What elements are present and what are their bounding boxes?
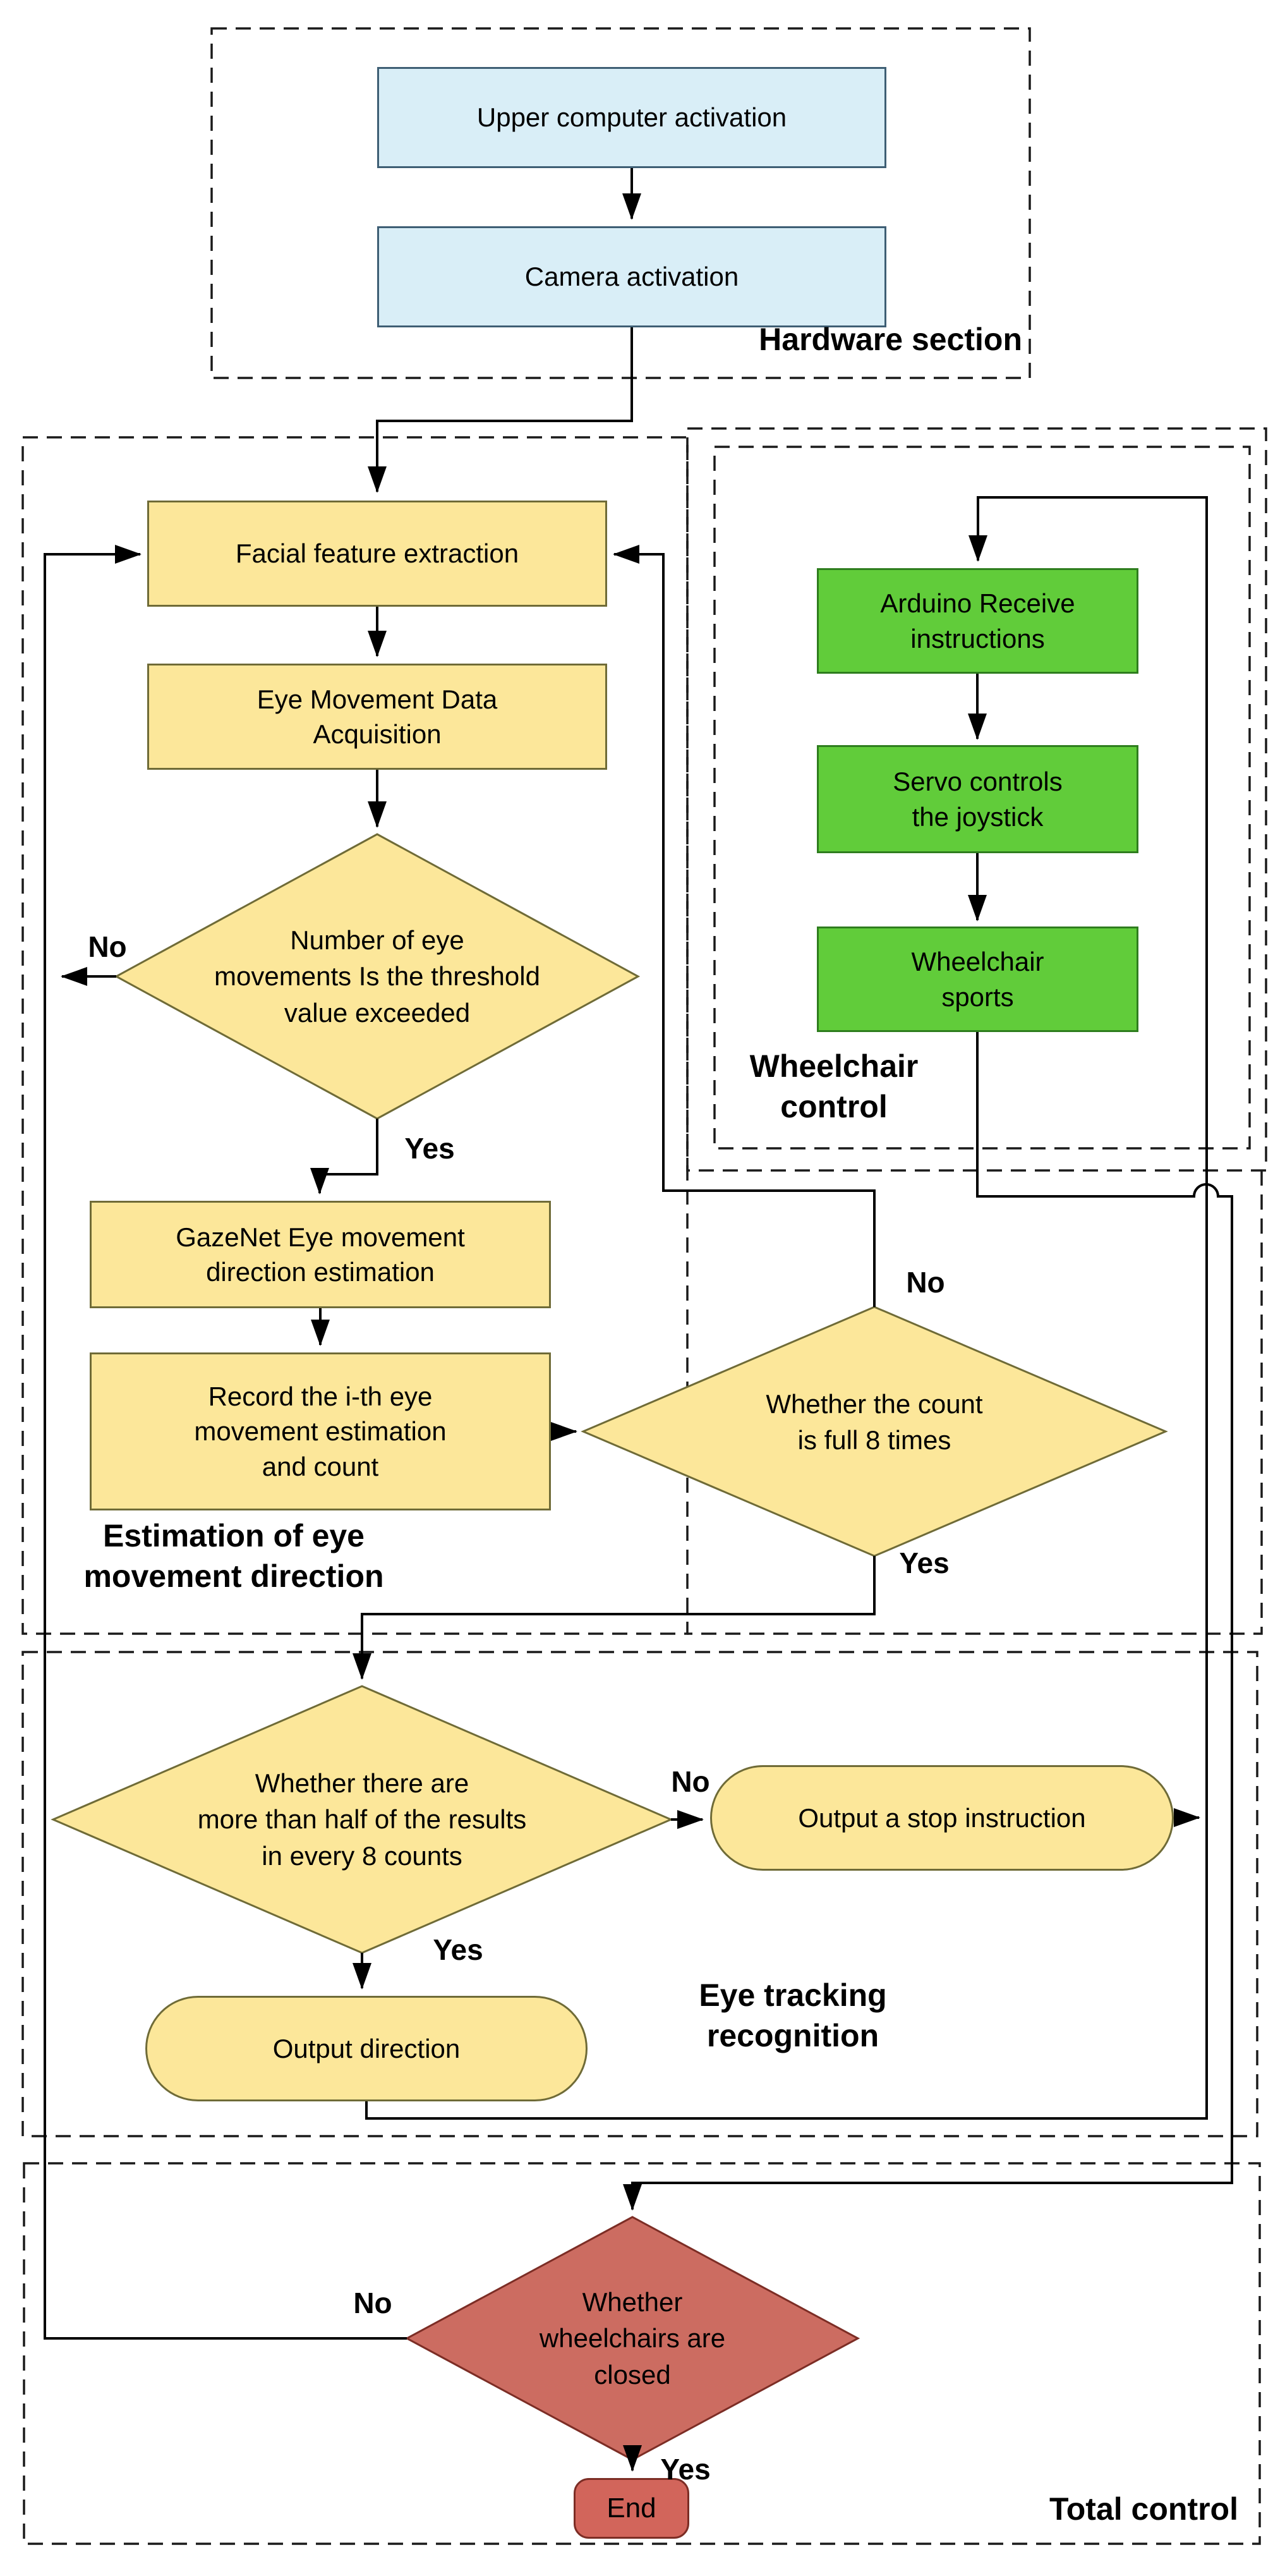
edge-camera-to-facial [368,327,633,493]
node-label: Record the i-th eye movement estimation … [194,1381,447,1481]
label-count-no: No [906,1266,945,1299]
label-half-no: No [671,1765,710,1798]
node-label: Facial feature extraction [235,538,519,569]
label-threshold-no: No [88,930,127,963]
node-label: Servo controls the joystick [893,767,1063,832]
diamond-label-threshold: Number of eye movements Is the threshold… [214,925,540,1028]
node-label: Output a stop instruction [798,1802,1086,1833]
section-label-estimation: Estimation of eye movement direction [83,1518,384,1594]
section-label-eye-tracking: Eye tracking recognition [699,1978,887,2053]
section-box-right-extension [687,1170,1263,1635]
edge-count-no-to-facial [613,545,876,1307]
section-box-estimation [21,436,689,1635]
node-label: Output direction [272,2033,461,2063]
node-facial-feature-extraction: Facial feature extraction [147,501,607,607]
edge-threshold-yes-to-gazenet [310,1119,378,1194]
node-servo-controls: Servo controls the joystick [817,745,1138,853]
edge-outputs-to-arduino [365,496,1208,2120]
node-gazenet-estimation: GazeNet Eye movement direction estimatio… [90,1201,551,1308]
edge-count-yes-to-morehalf [353,1556,876,1680]
node-upper-computer-activation: Upper computer activation [377,67,886,168]
node-record-and-count: Record the i-th eye movement estimation … [90,1352,551,1510]
diamond-label-more-half: Whether there are more than half of the … [197,1768,527,1871]
node-output-stop-instruction: Output a stop instruction [710,1765,1174,1871]
label-count-yes: Yes [899,1546,950,1579]
edge-left-loop-to-facial [44,545,407,2340]
section-box-total-control [23,2162,1261,2545]
node-label: End [606,2492,656,2524]
label-closed-no: No [353,2287,392,2319]
label-threshold-yes: Yes [404,1132,455,1165]
diamond-label-count-full: Whether the count is full 8 times [766,1388,983,1455]
node-label: GazeNet Eye movement direction estimatio… [176,1222,465,1287]
node-label: Upper computer activation [476,102,787,133]
node-label: Eye Movement Data Acquisition [256,684,498,749]
label-closed-yes: Yes [660,2453,711,2486]
node-label: Wheelchair sports [911,947,1044,1012]
node-output-direction: Output direction [145,1996,588,2101]
section-box-eye-tracking [21,1651,1258,2137]
node-end: End [574,2478,689,2539]
section-label-wheelchair-control: Wheelchair control [749,1048,919,1124]
section-label-total-control: Total control [1049,2491,1238,2527]
section-box-wheelchair [713,446,1251,1150]
section-box-hardware [210,27,1031,379]
node-eye-movement-acquisition: Eye Movement Data Acquisition [147,664,607,770]
node-arduino-receive: Arduino Receive instructions [817,568,1138,674]
node-wheelchair-sports: Wheelchair sports [817,927,1138,1032]
edge-sports-to-closed [623,1032,1233,2211]
diamond-label-wheelchairs-closed: Whether wheelchairs are closed [539,2287,726,2390]
section-label-hardware: Hardware section [759,322,1022,357]
label-half-yes: Yes [433,1933,483,1966]
node-label: Arduino Receive instructions [880,588,1075,653]
node-label: Camera activation [524,262,739,292]
node-camera-activation: Camera activation [377,226,886,327]
